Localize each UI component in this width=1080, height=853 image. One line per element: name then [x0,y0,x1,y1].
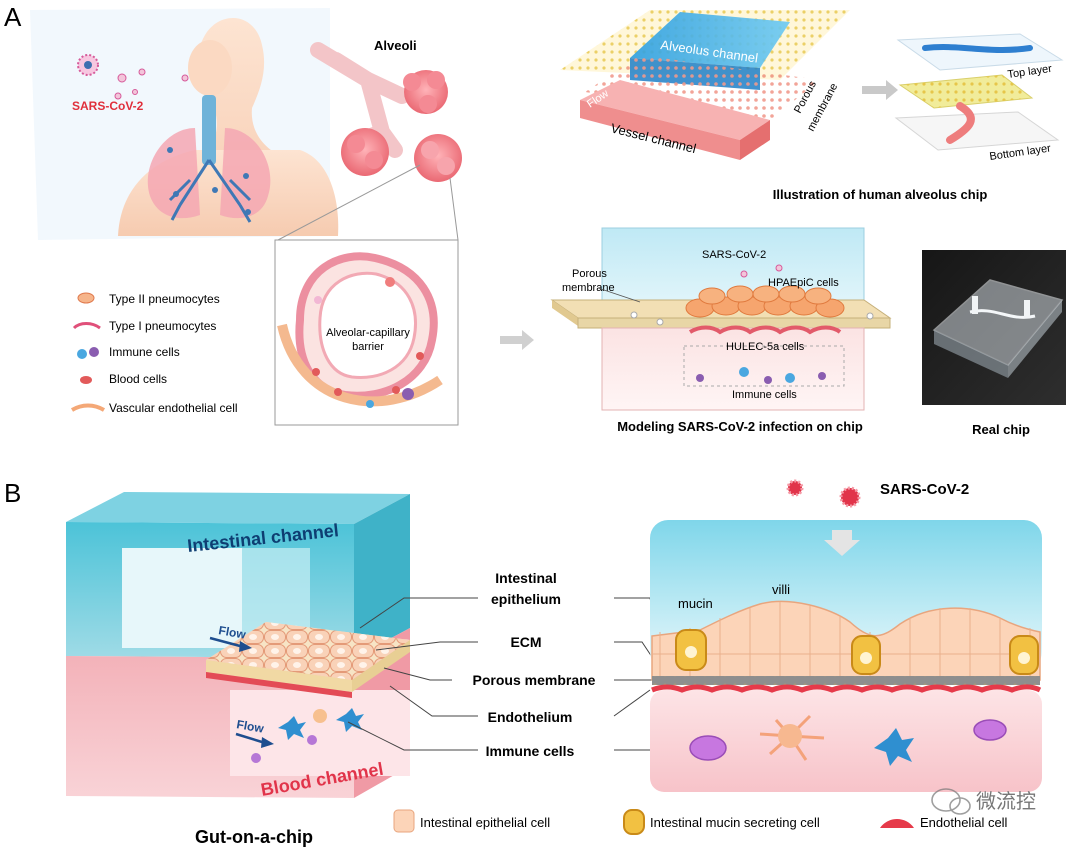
legend-b-item-3: Endothelial cell [920,815,1008,830]
label-endothelium: Endothelium [488,709,573,725]
label-porous-membrane: Porous membrane [473,672,596,688]
real-chip-caption: Real chip [972,422,1030,437]
endothelial-cell-icon-b [880,819,914,828]
legend-b-item-1: Intestinal epithelial cell [420,815,550,830]
sars-cov2-virus-icon [77,54,189,100]
model-hulec-label: HULEC-5a cells [726,341,805,353]
label-epithelium-line2: epithelium [491,591,561,607]
infection-model-illustration [550,227,892,411]
model-caption: Modeling SARS-CoV-2 infection on chip [617,419,863,434]
flow-label-top: Flow [217,623,247,642]
bottom-layer-label: Bottom layer [989,142,1052,163]
legend-a-item-3: Immune cells [109,345,180,359]
type2-pneumocyte-icon [77,292,95,304]
human-torso-illustration [30,8,339,240]
sars-label-b: SARS-CoV-2 [880,481,969,498]
zoom-lines [277,164,459,241]
immune-cell-icon [77,347,99,359]
label-immune-cells: Immune cells [486,743,575,759]
panel-a-legend: Type II pneumocytes Type I pneumocytes I… [70,292,238,415]
watermark-text: 微流控 [976,790,1036,813]
label-ecm: ECM [510,634,541,650]
legend-a-item-1: Type II pneumocytes [109,292,220,306]
porous-label-model-line2: membrane [562,282,615,294]
gut-chip-title: Gut-on-a-chip [195,827,313,847]
flow-label-bottom: Flow [235,717,265,736]
chip-illustration-caption: Illustration of human alveolus chip [773,187,988,202]
arrow-to-model [500,330,534,350]
porous-label-model-line1: Porous [572,268,607,280]
model-immune-label: Immune cells [732,389,797,401]
panel-b-letter: B [4,478,21,508]
legend-a-item-2: Type I pneumocytes [109,319,216,333]
type1-pneumocyte-icon [72,322,101,330]
gut-chip-block [66,492,410,798]
alveoli-label: Alveoli [374,38,417,53]
wechat-watermark [931,788,971,815]
label-epithelium-line1: Intestinal [495,570,556,586]
top-layer-label: Top layer [1007,63,1053,81]
mucin-label: mucin [678,596,713,611]
panel-a-letter: A [4,2,22,32]
model-sars-label: SARS-CoV-2 [702,249,766,261]
tissue-cross-section [650,520,1042,792]
legend-b-item-2: Intestinal mucin secreting cell [650,815,820,830]
panel-b-legend [393,809,914,835]
mucin-cell-icon [623,809,645,835]
villi-label: villi [772,582,790,597]
barrier-label-line1: Alveolar-capillary [326,327,410,339]
alveolar-capillary-inset [274,239,459,426]
sars-cov2-label-a: SARS-CoV-2 [72,99,144,113]
legend-a-item-4: Blood cells [109,372,167,386]
alveoli-illustration [310,42,462,182]
porous-pointer-model [597,287,641,303]
blood-cell-icon [80,376,92,384]
real-chip-photo [922,250,1066,405]
model-hpaepic-label: HPAEpiC cells [768,277,839,289]
legend-a-item-5: Vascular endothelial cell [109,401,238,415]
sars-virus-icons-b [786,479,861,508]
endothelial-cell-icon [70,403,106,412]
epithelial-cell-icon [393,809,415,833]
alveolus-chip-illustration [560,10,1064,160]
barrier-label-line2: barrier [352,341,384,353]
